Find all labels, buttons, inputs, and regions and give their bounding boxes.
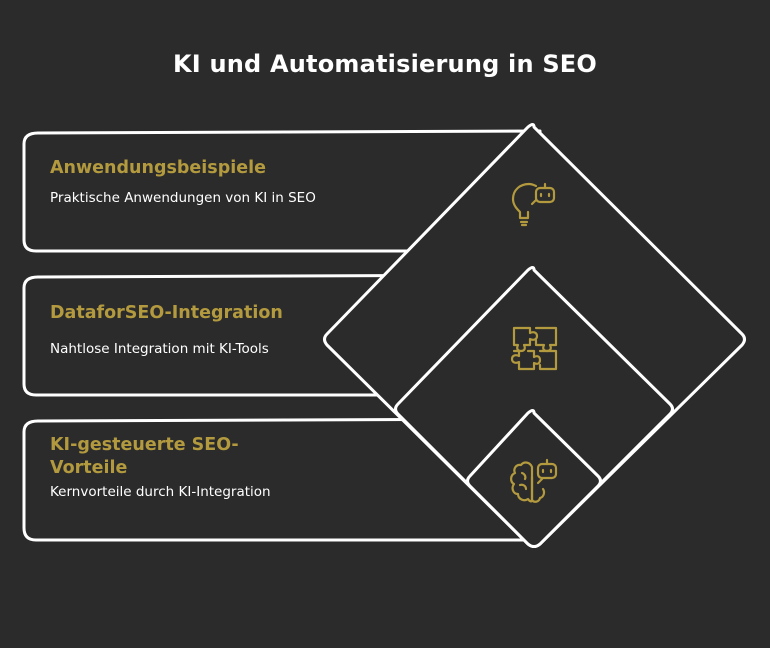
brain-robot-icon [510, 458, 558, 503]
card-description: Kernvorteile durch KI-Integration [50, 484, 271, 500]
card-anwendungsbeispiele: Anwendungsbeispiele Praktische Anwendung… [50, 157, 320, 207]
card-heading: KI-gesteuerte SEO-Vorteile [50, 435, 239, 478]
diagram-title: KI und Automatisierung in SEO [173, 50, 597, 78]
card-3-outline [22, 417, 542, 542]
card-heading: DataforSEO-Integration [50, 303, 283, 323]
card-description: Nahtlose Integration mit KI-Tools [50, 341, 269, 357]
card-dataforseo-integration: DataforSEO-Integration Nahtlose Integrat… [50, 302, 320, 358]
diamond-small [466, 409, 602, 548]
card-ki-vorteile: KI-gesteuerte SEO-Vorteile Kernvorteile … [50, 434, 280, 501]
card-heading: Anwendungsbeispiele [50, 158, 266, 178]
card-1-outline [22, 129, 542, 253]
lightbulb-robot-icon [511, 182, 556, 227]
puzzle-icon [510, 326, 558, 371]
card-description: Praktische Anwendungen von KI in SEO [50, 190, 316, 206]
